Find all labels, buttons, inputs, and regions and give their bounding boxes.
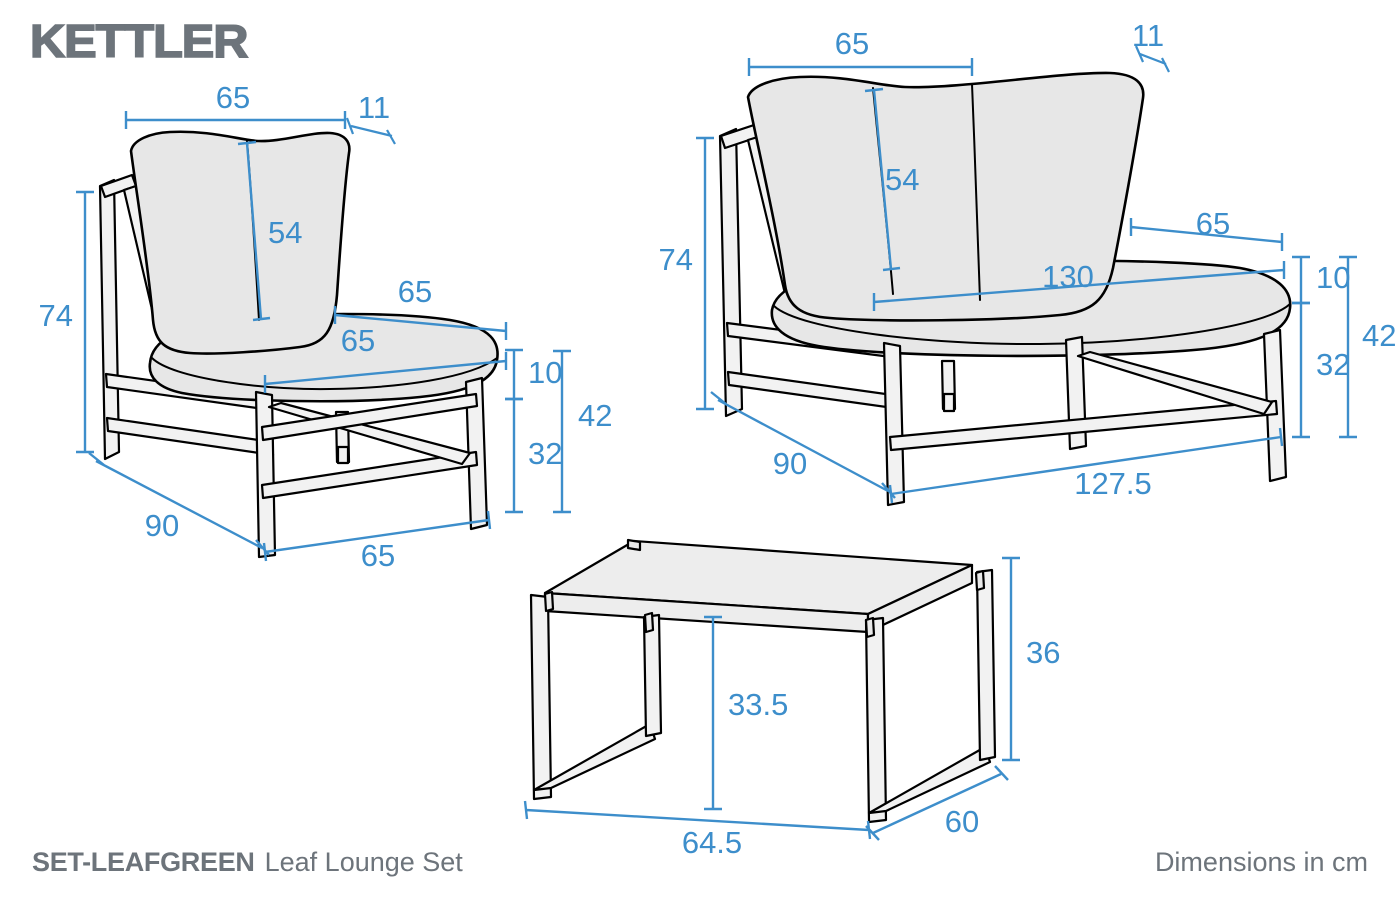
table-dim-depth-label: 60 [945,804,979,839]
product-sku: SET-LEAFGREEN [32,847,255,877]
sofa-front-left-leg [882,341,906,507]
chair-dim-back-thickness-label: 11 [358,90,390,125]
chair-lower-side-rail [105,416,275,457]
sofa-rear-left-post [718,127,744,418]
sofa-dim-seat-depth-line [1129,218,1284,251]
table-dim-width-label: 64.5 [682,825,742,860]
sofa-stretcher-connector [942,392,956,413]
chair-back-cushion [129,130,351,355]
table-left-bottom-rail [532,722,657,792]
table-right-rear-leg [975,568,997,762]
sofa-front-bottom-rail [888,399,1279,452]
chair-dim-back-thickness-line [345,117,396,145]
table-bracket-top-rear [626,538,642,552]
chair-dim-width-line [262,510,492,562]
table-left-rear-leg [642,613,663,738]
sofa-dim-cushion-thickness-label: 10 [1316,260,1350,295]
sofa-lower-side-rail [726,370,903,411]
sofa-illustration [718,71,1292,507]
units-note: Dimensions in cm [1154,847,1368,877]
chair-dim-width-label: 65 [361,538,395,573]
chair-rear-left-post [98,178,121,461]
chair-front-bottom-rail [260,450,479,500]
chair-dim-under-frame-line [505,397,523,514]
chair-dim-top-width-label: 65 [216,80,250,115]
chair-illustration [98,130,499,559]
chair-dim-back-height-line [237,140,271,322]
table-dim-clearance-line [704,615,722,811]
sofa-dim-top-width-label: 65 [835,26,869,61]
sofa-dim-depth-line [710,391,896,499]
chair-dim-seat-width-line [263,352,508,393]
table-right-front-leg [864,616,888,824]
table-bracket-right-rear [974,569,986,592]
chair-dim-cushion-thickness-line [505,348,523,401]
coffee-table-dimensions: 36 33.5 64.5 60 [523,556,1060,860]
table-dim-clearance-label: 33.5 [728,687,788,722]
table-dim-depth-line [865,765,1009,841]
sofa-dim-seat-width-line [872,261,1286,311]
sofa-back-cushion-seam-right [971,83,981,301]
sofa-dim-width-label: 127.5 [1074,466,1152,501]
sofa-dim-under-frame-label: 32 [1316,347,1350,382]
sofa-dim-under-frame-line [1292,301,1310,439]
chair-dim-seat-width-label: 65 [341,323,375,358]
table-dim-height-line [1002,556,1020,762]
chair-dim-under-frame-label: 32 [528,436,562,471]
sofa-dim-width-line [888,427,1284,504]
chair-stretcher-connector [336,445,350,465]
sofa-dim-overall-height-label: 74 [659,242,693,277]
sofa-dim-seat-height-line [1339,255,1357,439]
chair-dim-seat-depth-line [333,306,508,340]
sofa-dim-overall-height-line [696,136,714,411]
chair-front-left-leg [254,390,277,559]
kettler-logo: KETTLER [29,14,249,68]
chair-dim-seat-depth-label: 65 [398,274,432,309]
chair-dim-cushion-thickness-label: 10 [528,355,562,390]
sofa-dim-seat-width-label: 130 [1042,259,1094,294]
product-name: Leaf Lounge Set [264,847,463,877]
sofa-seat-cushion-seam [773,303,1291,346]
chair-dim-overall-height-label: 74 [39,298,73,333]
table-bracket-right-front [864,616,876,639]
chair-dim-back-height-label: 54 [268,215,302,250]
table-bracket-left-rear [643,611,655,634]
chair-dimensions: 65 11 54 74 65 65 10 32 42 [39,80,613,573]
coffee-table-illustration [529,538,997,824]
table-right-bottom-rail [867,745,992,815]
table-left-front-leg [529,593,553,801]
sofa-dim-back-thickness-label: 11 [1132,18,1164,53]
chair-dim-overall-height-line [76,190,94,454]
sofa-dim-back-thickness-line [1134,45,1170,73]
footer-product-info: SET-LEAFGREEN Leaf Lounge Set [32,847,463,878]
sofa-dim-seat-depth-label: 65 [1196,206,1230,241]
chair-dim-seat-height-label: 42 [578,398,612,433]
chair-dim-top-width-line [124,111,347,129]
chair-front-seat-rail [260,392,479,442]
chair-dim-seat-height-line [553,349,571,514]
sofa-dim-seat-height-label: 42 [1362,318,1396,353]
sofa-bottom-diagonal-stretcher [1076,350,1274,416]
sofa-back-cushion [746,71,1145,322]
chair-seat-cushion-seam [151,357,498,391]
sofa-dimensions: 65 11 54 74 65 130 10 32 42 [659,18,1396,504]
chair-dim-depth-label: 90 [145,508,179,543]
sofa-dim-depth-label: 90 [773,446,807,481]
sofa-dim-cushion-thickness-line [1292,255,1310,305]
sofa-dim-back-height-line [864,87,901,272]
table-dim-height-label: 36 [1026,635,1060,670]
table-bracket-left-front [543,590,555,613]
sofa-dim-top-width-line [747,58,974,76]
sofa-dim-back-height-label: 54 [885,162,919,197]
